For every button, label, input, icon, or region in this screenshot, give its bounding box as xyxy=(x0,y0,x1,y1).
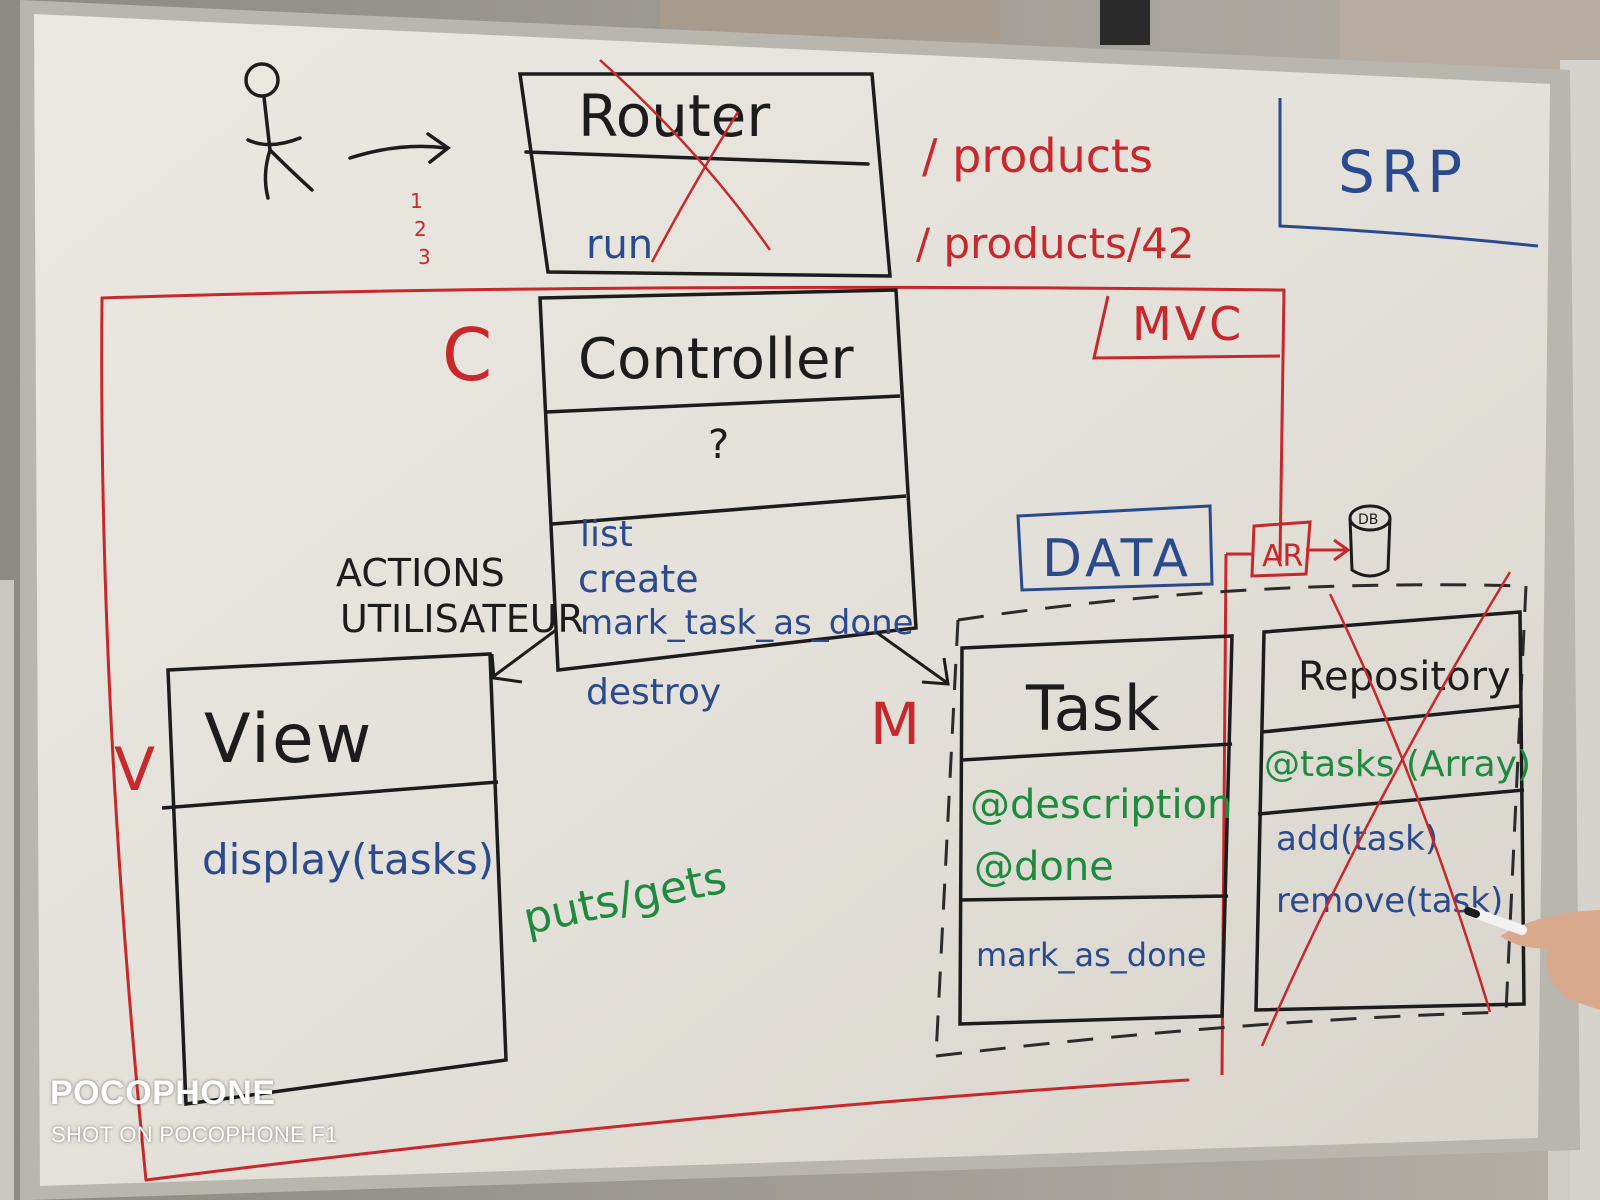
mvc-boundary xyxy=(100,285,1286,1182)
router-cross-out xyxy=(599,59,772,263)
repository-box xyxy=(1254,610,1526,1012)
srp-label: SRP xyxy=(1338,138,1468,206)
controller-methods: list create mark_task_as_done destroy xyxy=(578,514,914,713)
view-method: display(tasks) xyxy=(202,835,494,884)
actions-label: ACTIONS UTILISATEUR xyxy=(336,551,584,641)
data-label: DATA xyxy=(1042,529,1192,589)
controller-box xyxy=(538,288,918,672)
window-brick-right xyxy=(1340,0,1600,70)
controller-to-view-arrow xyxy=(490,628,557,684)
method-add: add(task) xyxy=(1276,819,1438,859)
task-method-mark-as-done: mark_as_done xyxy=(976,936,1207,974)
route-product-42: / products/42 xyxy=(916,219,1195,268)
router-method: run xyxy=(586,222,653,268)
left-stand xyxy=(0,580,14,1200)
db-label: DB xyxy=(1358,512,1378,528)
router-title: Router xyxy=(578,82,770,150)
user-to-router-arrow xyxy=(348,132,451,164)
actions-line-1: ACTIONS xyxy=(336,551,505,595)
mvc-label-box xyxy=(1092,295,1281,360)
router-steps: 1 2 3 xyxy=(410,189,431,269)
repository-attribute: @tasks (Array) xyxy=(1264,744,1531,785)
controller-to-model-arrow xyxy=(875,630,950,686)
actions-line-2: UTILISATEUR xyxy=(340,597,584,641)
board-surface xyxy=(34,14,1550,1186)
attr-description: @description xyxy=(970,782,1232,828)
view-box xyxy=(161,652,508,1106)
model-letter: M xyxy=(870,690,920,758)
method-list: list xyxy=(580,514,633,555)
task-box xyxy=(958,634,1234,1026)
view-letter: V xyxy=(114,735,155,805)
step-3: 3 xyxy=(418,245,431,269)
mvc-label: MVC xyxy=(1132,297,1244,351)
method-create: create xyxy=(578,557,699,601)
data-box xyxy=(1016,504,1214,592)
task-attributes: @description @done xyxy=(970,782,1232,890)
repository-cross-out xyxy=(1260,571,1512,1047)
method-mark-task-as-done: mark_task_as_done xyxy=(580,603,914,643)
step-2: 2 xyxy=(414,217,427,241)
srp-bracket xyxy=(1278,98,1539,248)
controller-title: Controller xyxy=(578,327,854,392)
db-cylinder xyxy=(1348,504,1392,578)
repository-methods: add(task) remove(task) xyxy=(1276,819,1503,921)
method-destroy: destroy xyxy=(586,672,721,713)
user-stick-figure xyxy=(244,62,314,200)
attr-done: @done xyxy=(974,844,1114,890)
step-1: 1 xyxy=(410,189,423,213)
camera-caption-watermark: SHOT ON POCOPHONE F1 xyxy=(51,1122,338,1147)
view-title: View xyxy=(204,700,373,779)
presenter-hand xyxy=(1464,907,1600,1010)
repository-title: Repository xyxy=(1298,654,1511,700)
window-frame xyxy=(1100,0,1150,45)
task-title: Task xyxy=(1025,672,1160,745)
controller-letter: C xyxy=(442,313,492,397)
route-products: / products xyxy=(922,129,1153,183)
method-remove: remove(task) xyxy=(1276,881,1503,921)
ar-label: AR xyxy=(1262,539,1303,574)
controller-attributes: ? xyxy=(708,422,729,468)
camera-brand-watermark: POCOPHONE xyxy=(50,1074,276,1112)
